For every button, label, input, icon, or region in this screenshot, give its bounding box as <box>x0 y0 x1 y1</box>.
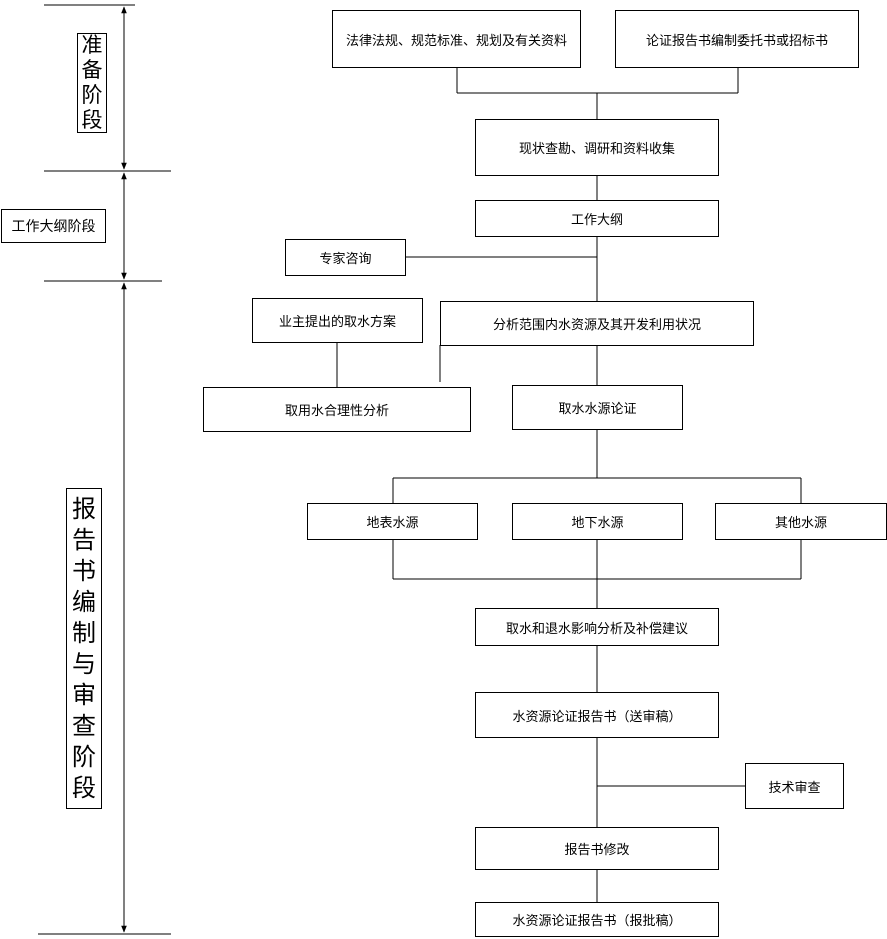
revise-box: 报告书修改 <box>475 827 719 870</box>
draft-approve-box: 水资源论证报告书（报批稿） <box>475 902 719 937</box>
tech-review-box: 技术审查 <box>745 763 844 809</box>
survey-box: 现状查勘、调研和资料收集 <box>475 119 719 176</box>
stage-preparation-label: 准备阶段 <box>77 33 107 133</box>
outline-box: 工作大纲 <box>475 200 719 237</box>
stage-report-label: 报告书编制与审查阶段 <box>66 488 102 809</box>
impact-box: 取水和退水影响分析及补偿建议 <box>475 608 719 646</box>
laws-box: 法律法规、规范标准、规划及有关资料 <box>332 10 581 68</box>
expert-box: 专家咨询 <box>285 239 406 276</box>
stage-outline-label: 工作大纲阶段 <box>1 209 106 243</box>
groundwater-box: 地下水源 <box>512 503 683 540</box>
owner-plan-box: 业主提出的取水方案 <box>252 298 423 343</box>
source-demo-box: 取水水源论证 <box>512 385 683 430</box>
commission-box: 论证报告书编制委托书或招标书 <box>615 10 859 68</box>
other-water-box: 其他水源 <box>715 503 887 540</box>
analysis-scope-box: 分析范围内水资源及其开发利用状况 <box>440 301 754 346</box>
surface-water-box: 地表水源 <box>307 503 478 540</box>
rationality-box: 取用水合理性分析 <box>203 387 471 432</box>
draft-review-box: 水资源论证报告书（送审稿） <box>475 692 719 738</box>
